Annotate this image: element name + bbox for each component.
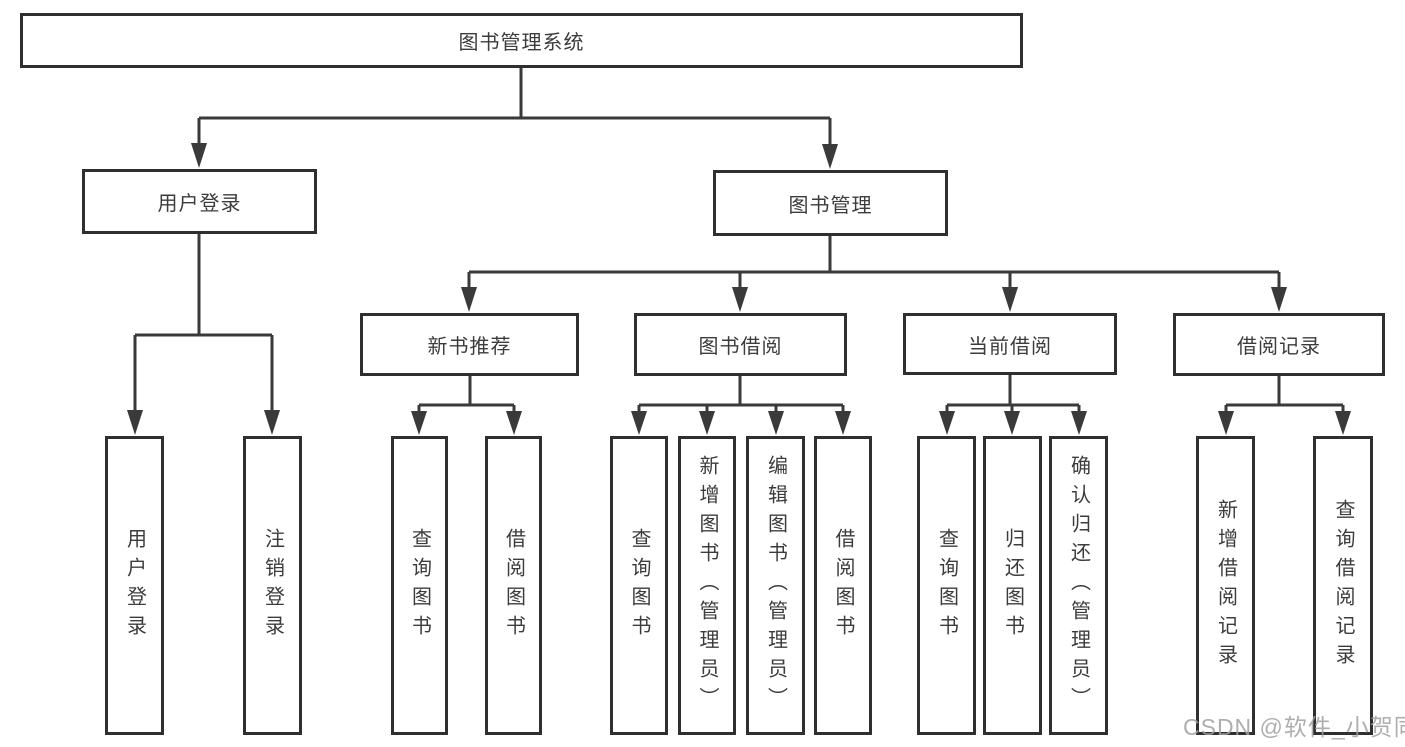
connector-bookmgmt-branch <box>467 235 1281 290</box>
leaf-user-login: 用户登录 <box>105 436 164 735</box>
leaf-logout: 注销登录 <box>243 436 302 735</box>
leaf-current-query-books: 查询图书 <box>917 436 976 735</box>
connector-newrec-branch <box>417 376 516 414</box>
connector-root-branch <box>197 68 832 146</box>
leaf-recommend-query-books: 查询图书 <box>391 436 448 735</box>
arrow-cur-confirm <box>1071 411 1087 435</box>
arrow-to-book-management <box>822 144 838 169</box>
arrow-bb-add <box>699 411 715 435</box>
arrow-rc-query <box>1335 411 1351 435</box>
watermark-text: CSDN @软件_小贺同学 <box>1183 714 1405 740</box>
connector-records-branch <box>1224 376 1345 414</box>
leaf-add-borrow-record: 新增借阅记录 <box>1196 436 1255 735</box>
arrow-to-book-borrow <box>732 287 748 312</box>
arrow-to-borrow-records <box>1271 287 1287 312</box>
connector-borrow-branch <box>637 376 845 414</box>
arrow-to-current-borrow <box>1002 287 1018 312</box>
arrow-rc-add <box>1218 411 1234 435</box>
arrow-cur-query <box>939 411 955 435</box>
arrow-to-leaf-user-login <box>127 410 143 435</box>
leaf-confirm-return-admin: 确认归还（管理员） <box>1049 436 1108 735</box>
leaf-edit-books-admin: 编辑图书（管理员） <box>746 436 805 735</box>
leaf-add-books-admin: 新增图书（管理员） <box>678 436 736 735</box>
leaf-borrow-books: 借阅图书 <box>814 436 872 735</box>
arrowheads <box>127 143 1351 435</box>
node-user-login: 用户登录 <box>82 169 317 234</box>
leaf-borrow-query-books: 查询图书 <box>610 436 668 735</box>
arrow-bb-query <box>631 411 647 435</box>
arrow-rec-query <box>411 411 427 435</box>
node-root: 图书管理系统 <box>20 13 1023 68</box>
node-current-borrow: 当前借阅 <box>903 313 1117 375</box>
arrow-to-leaf-logout <box>264 410 280 435</box>
leaf-query-borrow-record: 查询借阅记录 <box>1313 436 1373 735</box>
leaf-recommend-borrow-books: 借阅图书 <box>485 436 542 735</box>
node-book-borrow: 图书借阅 <box>634 313 847 376</box>
arrow-cur-return <box>1004 411 1020 435</box>
arrow-to-user-login <box>191 143 207 168</box>
arrow-to-new-book-recommend <box>461 287 477 312</box>
connector-userlogin-branch <box>133 233 274 413</box>
arrow-bb-borrow <box>835 411 851 435</box>
node-new-book-recommend: 新书推荐 <box>360 313 579 376</box>
node-book-management: 图书管理 <box>713 170 948 236</box>
arrow-rec-borrow <box>506 411 522 435</box>
leaf-return-books: 归还图书 <box>983 436 1042 735</box>
arrow-bb-edit <box>768 411 784 435</box>
connector-current-branch <box>945 375 1081 414</box>
node-borrow-records: 借阅记录 <box>1173 313 1385 376</box>
